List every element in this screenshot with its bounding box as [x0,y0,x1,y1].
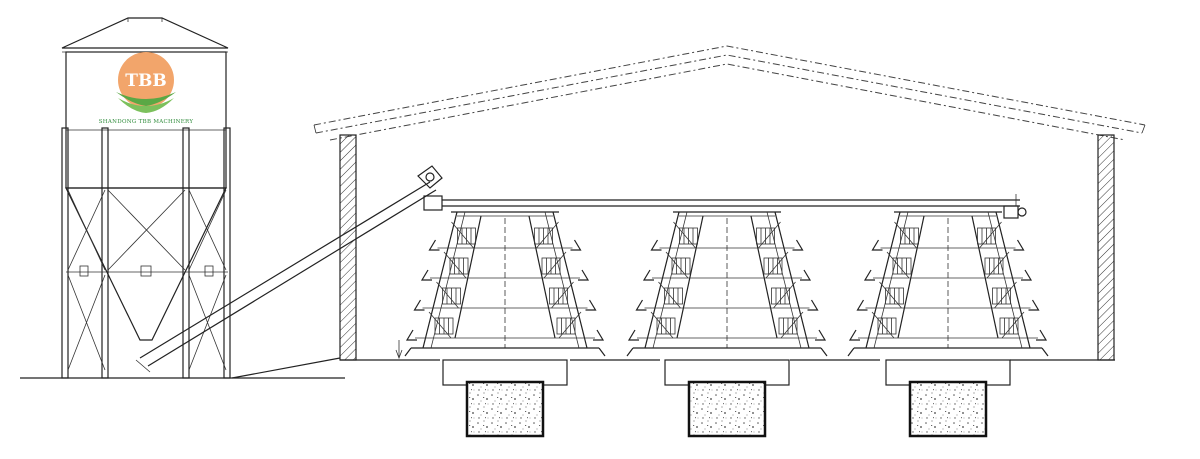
auger-conveyor-icon [135,165,443,373]
silo-icon [61,17,231,379]
motor-icon [1003,194,1027,219]
concrete-footing-icon [465,380,545,438]
dimension-mark [395,340,403,360]
cage-batteries [404,211,1049,438]
cage-battery-icon [404,211,606,438]
cage-battery-icon [847,211,1049,438]
logo-mark: TBB [125,71,166,91]
right-wall [1097,134,1115,361]
logo-tagline: SHANDONG TBB MACHINERY [99,119,194,125]
concrete-footing-icon [908,380,988,438]
left-wall [339,134,357,361]
feed-line-icon [423,194,1027,219]
concrete-footing-icon [687,380,767,438]
house-roof [313,45,1146,141]
cage-battery-icon [626,211,828,438]
tbb-logo: TBB SHANDONG TBB MACHINERY [99,52,194,125]
